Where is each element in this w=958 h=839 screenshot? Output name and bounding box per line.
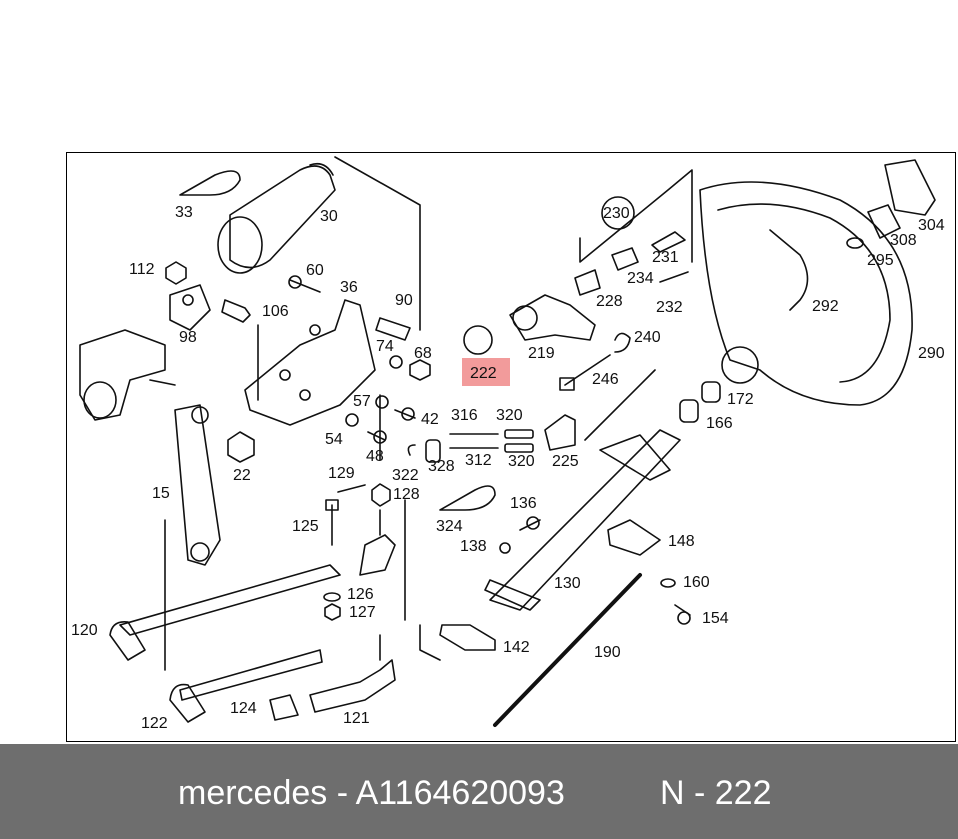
callout-222-highlighted: 222 <box>470 365 497 382</box>
steering-wheel <box>699 181 913 406</box>
callout-312: 312 <box>465 452 492 469</box>
part-number-text: mercedes - A1164620093 <box>178 774 565 812</box>
callout-136: 136 <box>510 495 537 512</box>
callout-295: 295 <box>867 252 894 269</box>
callout-324: 324 <box>436 518 463 535</box>
callout-121: 121 <box>343 710 370 727</box>
callout-122: 122 <box>141 715 168 732</box>
callout-138: 138 <box>460 538 487 555</box>
callout-316: 316 <box>451 407 478 424</box>
mounting-bracket <box>244 299 376 426</box>
callout-36: 36 <box>340 279 358 296</box>
diagram-frame <box>66 152 956 742</box>
callout-240: 240 <box>634 329 661 346</box>
callout-54: 54 <box>325 431 343 448</box>
callout-33: 33 <box>175 204 193 221</box>
steering-gear <box>79 329 166 421</box>
callout-328: 328 <box>428 458 455 475</box>
callout-190: 190 <box>594 644 621 661</box>
footer-bar: mercedes - A1164620093 N - 222 <box>0 744 958 839</box>
callout-290: 290 <box>918 345 945 362</box>
callout-160: 160 <box>683 574 710 591</box>
callout-219: 219 <box>528 345 555 362</box>
highlight-box <box>462 358 510 386</box>
callout-30: 30 <box>320 208 338 225</box>
callout-74: 74 <box>376 338 394 355</box>
callout-130: 130 <box>554 575 581 592</box>
steering-boot <box>229 165 336 269</box>
callout-15: 15 <box>152 485 170 502</box>
callout-172: 172 <box>727 391 754 408</box>
pitman-arm <box>174 404 221 566</box>
callout-230: 230 <box>603 205 630 222</box>
callout-42: 42 <box>421 411 439 428</box>
tie-rod-upper <box>119 564 341 636</box>
callout-234: 234 <box>627 270 654 287</box>
callout-112: 112 <box>129 261 155 278</box>
callout-246: 246 <box>592 371 619 388</box>
callout-232: 232 <box>656 299 683 316</box>
callout-231: 231 <box>652 249 679 266</box>
callout-126: 126 <box>347 586 374 603</box>
callout-322: 322 <box>392 467 419 484</box>
callout-60: 60 <box>306 262 324 279</box>
callout-304: 304 <box>918 217 945 234</box>
ignition-switch-222 <box>463 325 493 355</box>
callout-120: 120 <box>71 622 98 639</box>
callout-228: 228 <box>596 293 623 310</box>
tie-rod-lower <box>179 649 323 701</box>
callout-320-upper: 320 <box>496 407 523 424</box>
callout-129: 129 <box>328 465 355 482</box>
callout-125: 125 <box>292 518 319 535</box>
leader-line <box>334 156 421 331</box>
callout-225: 225 <box>552 453 579 470</box>
callout-320-lower: 320 <box>508 453 535 470</box>
callout-142: 142 <box>503 639 530 656</box>
callout-154: 154 <box>702 610 729 627</box>
callout-98: 98 <box>179 329 197 346</box>
callout-124: 124 <box>230 700 257 717</box>
callout-148: 148 <box>668 533 695 550</box>
callout-128: 128 <box>393 486 420 503</box>
callout-68: 68 <box>414 345 432 362</box>
callout-106: 106 <box>262 303 289 320</box>
reference-number-text: N - 222 <box>660 774 772 812</box>
callout-57: 57 <box>353 393 371 410</box>
callout-292: 292 <box>812 298 839 315</box>
callout-166: 166 <box>706 415 733 432</box>
callout-308: 308 <box>890 232 917 249</box>
callout-22: 22 <box>233 467 251 484</box>
callout-48: 48 <box>366 448 384 465</box>
callout-90: 90 <box>395 292 413 309</box>
callout-127: 127 <box>349 604 376 621</box>
steering-column <box>489 429 681 611</box>
